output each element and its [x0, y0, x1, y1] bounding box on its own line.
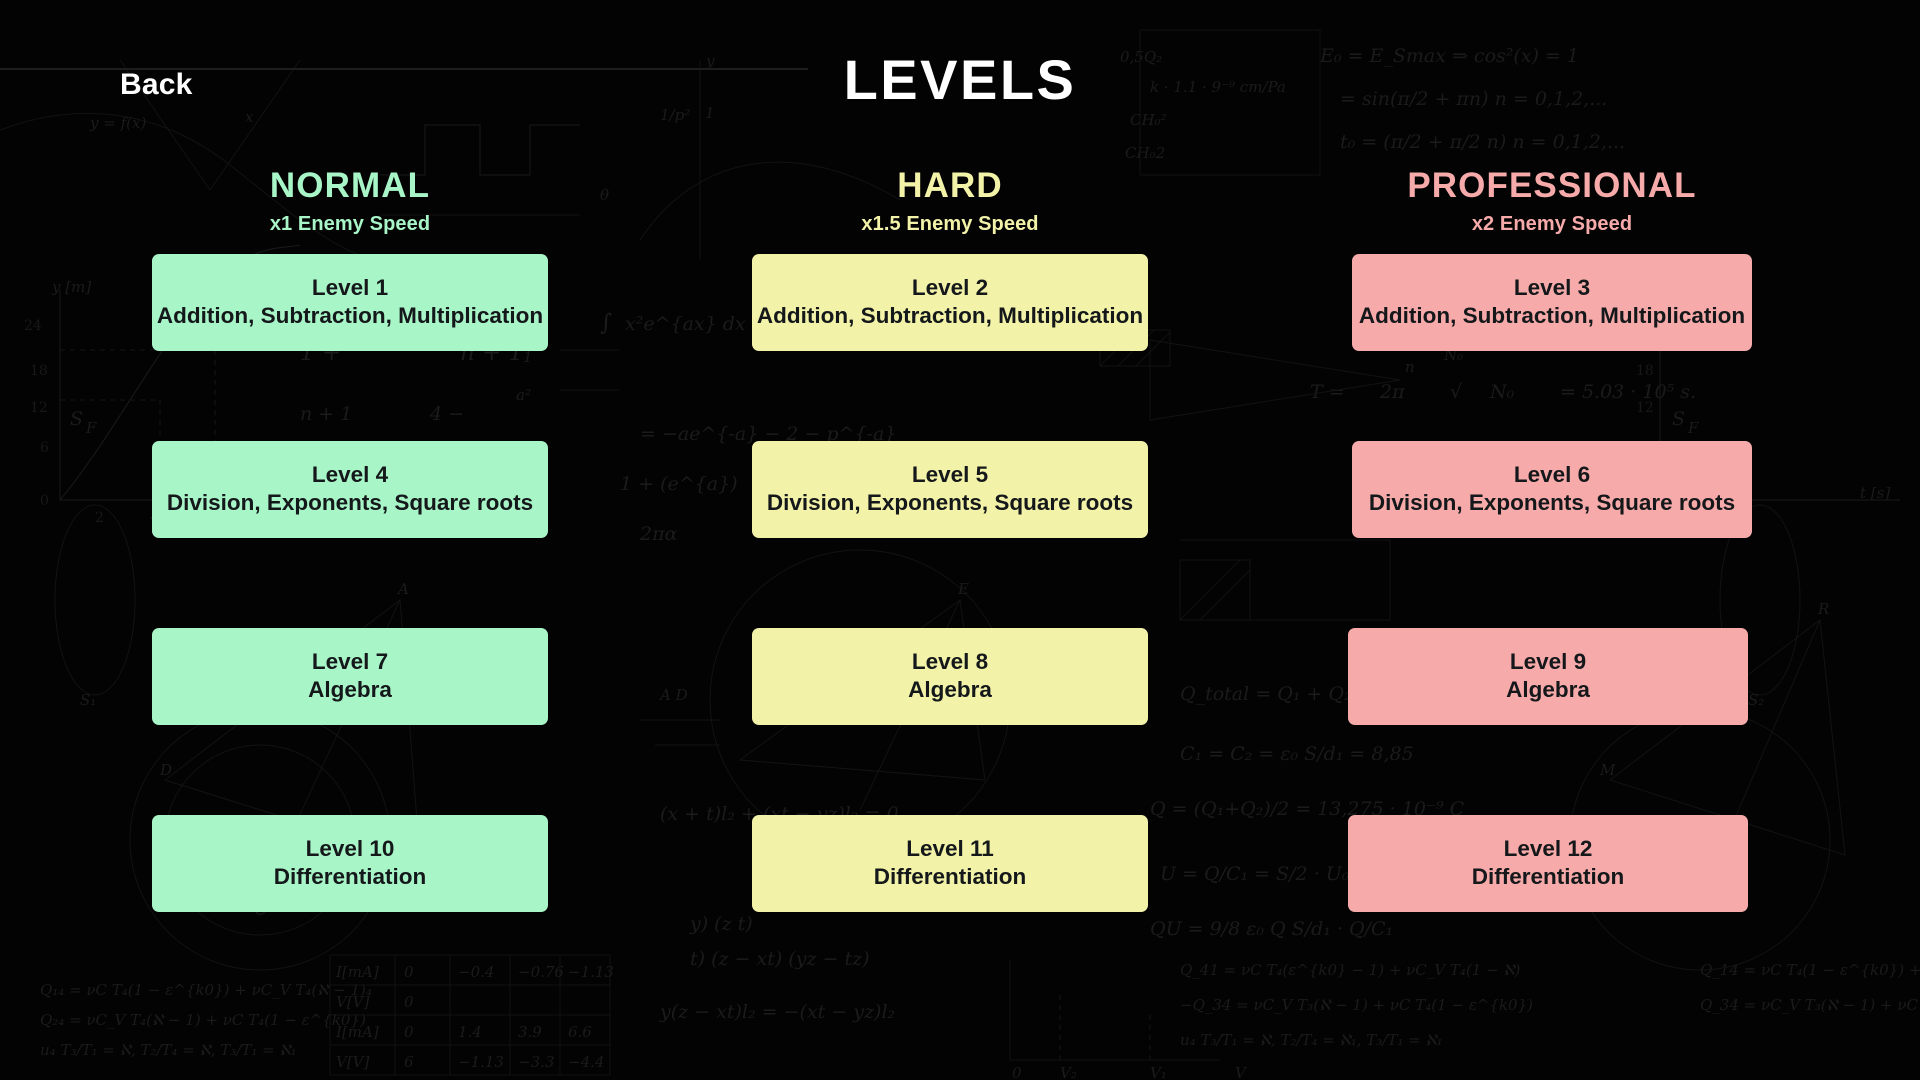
difficulty-title-professional: PROFESSIONAL	[1407, 166, 1697, 205]
level-topics: Differentiation	[873, 864, 1027, 890]
difficulty-subtitle-professional: x2 Enemy Speed	[1471, 212, 1633, 235]
level-topics: Division, Exponents, Square roots	[166, 490, 534, 516]
level-name: Level 8	[911, 649, 989, 675]
level-topics: Algebra	[1506, 677, 1590, 703]
difficulty-subtitle-hard: x1.5 Enemy Speed	[861, 212, 1039, 235]
level-topics: Differentiation	[273, 864, 427, 890]
level-name: Level 9	[1509, 649, 1587, 675]
difficulty-title-normal: NORMAL	[269, 166, 431, 205]
level-topics: Division, Exponents, Square roots	[1368, 490, 1736, 516]
level-name: Level 1	[311, 275, 389, 301]
level-name: Level 10	[305, 836, 395, 862]
level-topics: Algebra	[308, 677, 392, 703]
difficulty-subtitle-normal: x1 Enemy Speed	[269, 212, 431, 235]
level-name: Level 6	[1513, 462, 1591, 488]
level-topics: Addition, Subtraction, Multiplication	[756, 303, 1144, 329]
level-name: Level 7	[311, 649, 389, 675]
level-topics: Differentiation	[1471, 864, 1625, 890]
level-name: Level 4	[311, 462, 389, 488]
level-topics: Addition, Subtraction, Multiplication	[1358, 303, 1746, 329]
header-divider	[0, 68, 808, 70]
level-name: Level 5	[911, 462, 989, 488]
level-name: Level 2	[911, 275, 989, 301]
difficulty-title-hard: HARD	[897, 166, 1003, 205]
level-topics: Division, Exponents, Square roots	[766, 490, 1134, 516]
level-topics: Addition, Subtraction, Multiplication	[156, 303, 544, 329]
level-name: Level 3	[1513, 275, 1591, 301]
level-name: Level 12	[1503, 836, 1593, 862]
page-title: LEVELS	[843, 48, 1077, 111]
level-topics: Algebra	[908, 677, 992, 703]
level-name: Level 11	[906, 836, 994, 862]
